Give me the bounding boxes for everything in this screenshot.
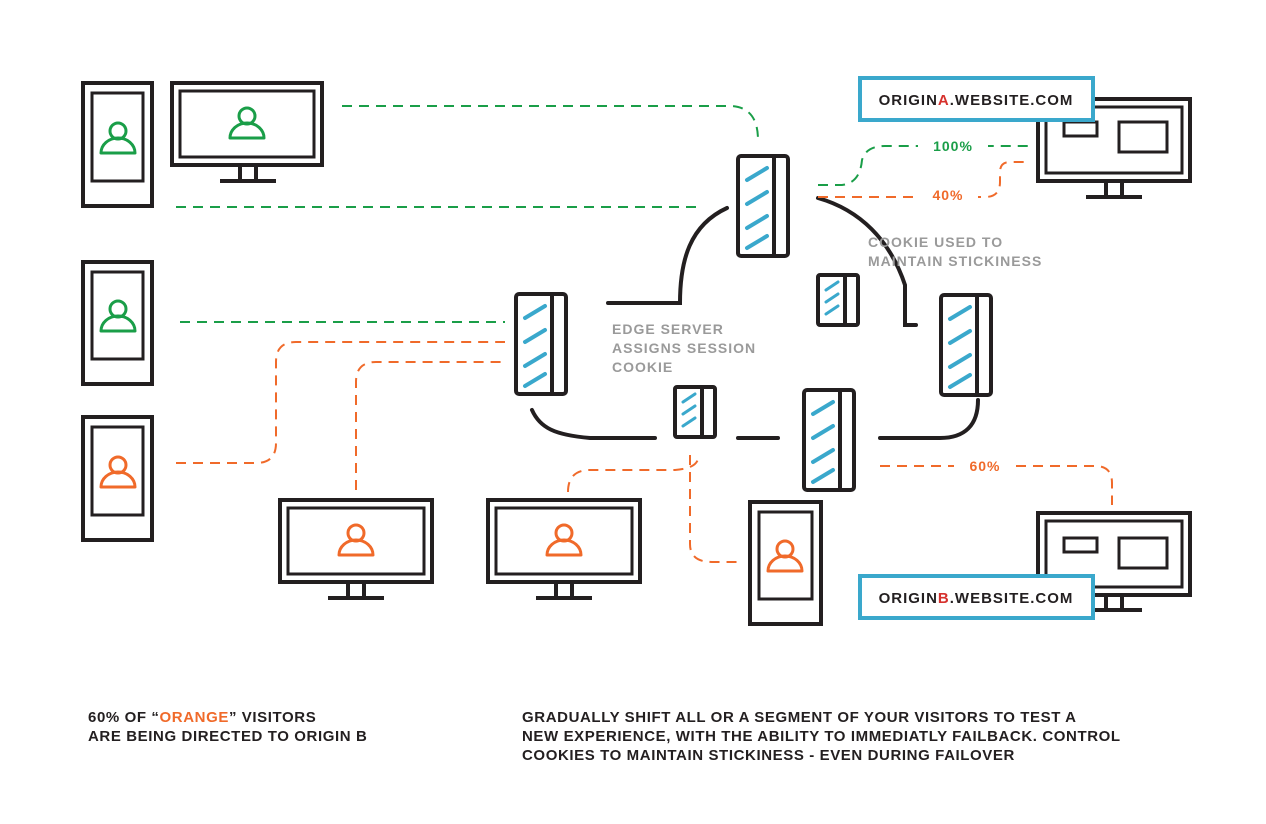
visitor-monitor-green [170, 81, 324, 183]
network-connections [530, 196, 980, 440]
orange-visitors-note-line-1: 60% OF “ORANGE” VISITORS [88, 709, 317, 726]
green-traffic-lines [176, 105, 1028, 323]
origin-b-label: ORIGINB.WEBSITE.COM [858, 574, 1095, 620]
origin-a-label: ORIGINA.WEBSITE.COM [858, 76, 1095, 122]
edge-server-icon [802, 388, 856, 492]
origin-a-letter: A [938, 92, 950, 109]
edge-server-icon [736, 154, 790, 258]
orange-highlight: ORANGE [159, 709, 229, 726]
origin-a-prefix: ORIGIN [879, 92, 938, 109]
svg-text:ORIGINB.WEBSITE.COM: ORIGINB.WEBSITE.COM [879, 590, 1074, 607]
visitor-phone-green-1 [81, 81, 154, 208]
cookie-stickiness-annotation: COOKIE USED TO MAINTAIN STICKINESS [868, 234, 1042, 269]
edge-server-icon [514, 292, 568, 396]
visitor-phone-green-2 [81, 260, 154, 386]
percentage-green-origin-a: 100% [933, 138, 973, 154]
description-line-2: NEW EXPERIENCE, WITH THE ABILITY TO IMME… [522, 728, 1121, 745]
origin-a-suffix: .WEBSITE.COM [950, 92, 1074, 109]
svg-text:ORIGINA.WEBSITE.COM: ORIGINA.WEBSITE.COM [879, 92, 1074, 109]
orange-traffic-lines [176, 161, 1113, 563]
orange-visitors-note-line-2: ARE BEING DIRECTED TO ORIGIN B [88, 728, 368, 745]
visitor-phone-orange-2 [748, 500, 823, 626]
origin-b-suffix: .WEBSITE.COM [950, 590, 1074, 607]
visitor-monitor-orange-2 [486, 498, 642, 600]
edge-server-icon [939, 293, 993, 397]
description-line-3: COOKIES TO MAINTAIN STICKINESS - EVEN DU… [522, 747, 1015, 764]
description-note: GRADUALLY SHIFT ALL OR A SEGMENT OF YOUR… [522, 708, 1222, 765]
percentage-orange-origin-b: 60% [969, 458, 1000, 474]
origin-b-letter: B [938, 590, 950, 607]
visitor-phone-orange-1 [81, 415, 154, 542]
percentage-orange-origin-a: 40% [932, 187, 963, 203]
origin-b-prefix: ORIGIN [879, 590, 938, 607]
origin-monitor-icon [1062, 536, 1099, 554]
cookie-icon [816, 273, 860, 327]
visitor-monitor-orange-1 [278, 498, 434, 600]
orange-visitors-note: 60% OF “ORANGE” VISITORS ARE BEING DIREC… [88, 708, 448, 746]
description-line-1: GRADUALLY SHIFT ALL OR A SEGMENT OF YOUR… [522, 709, 1077, 726]
edge-server-annotation: EDGE SERVER ASSIGNS SESSION COOKIE [612, 321, 761, 375]
cookie-icon [673, 385, 717, 439]
